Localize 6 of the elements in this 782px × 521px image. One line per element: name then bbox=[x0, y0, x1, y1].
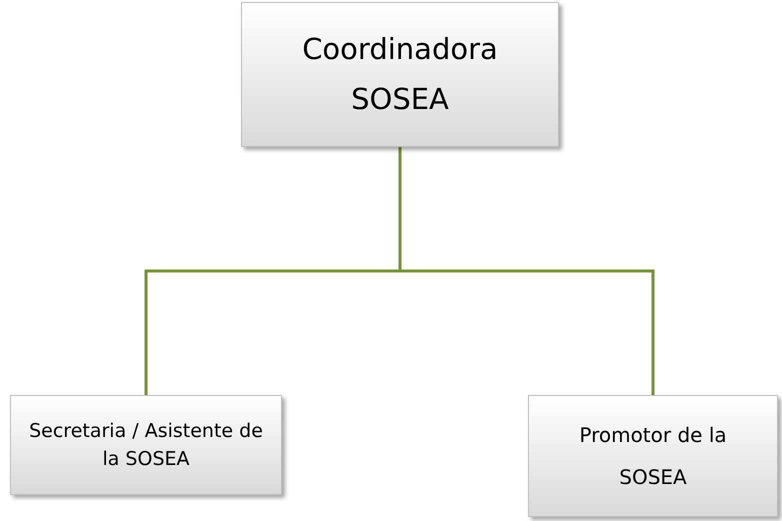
org-box bbox=[528, 395, 778, 517]
box-label: Coordinadora SOSEA bbox=[301, 31, 499, 118]
org-box bbox=[241, 2, 559, 147]
box-label: Secretaria / Asistente de la SOSEA bbox=[28, 418, 264, 472]
box-label: Promotor de la SOSEA bbox=[578, 422, 728, 491]
org-box bbox=[10, 395, 282, 495]
